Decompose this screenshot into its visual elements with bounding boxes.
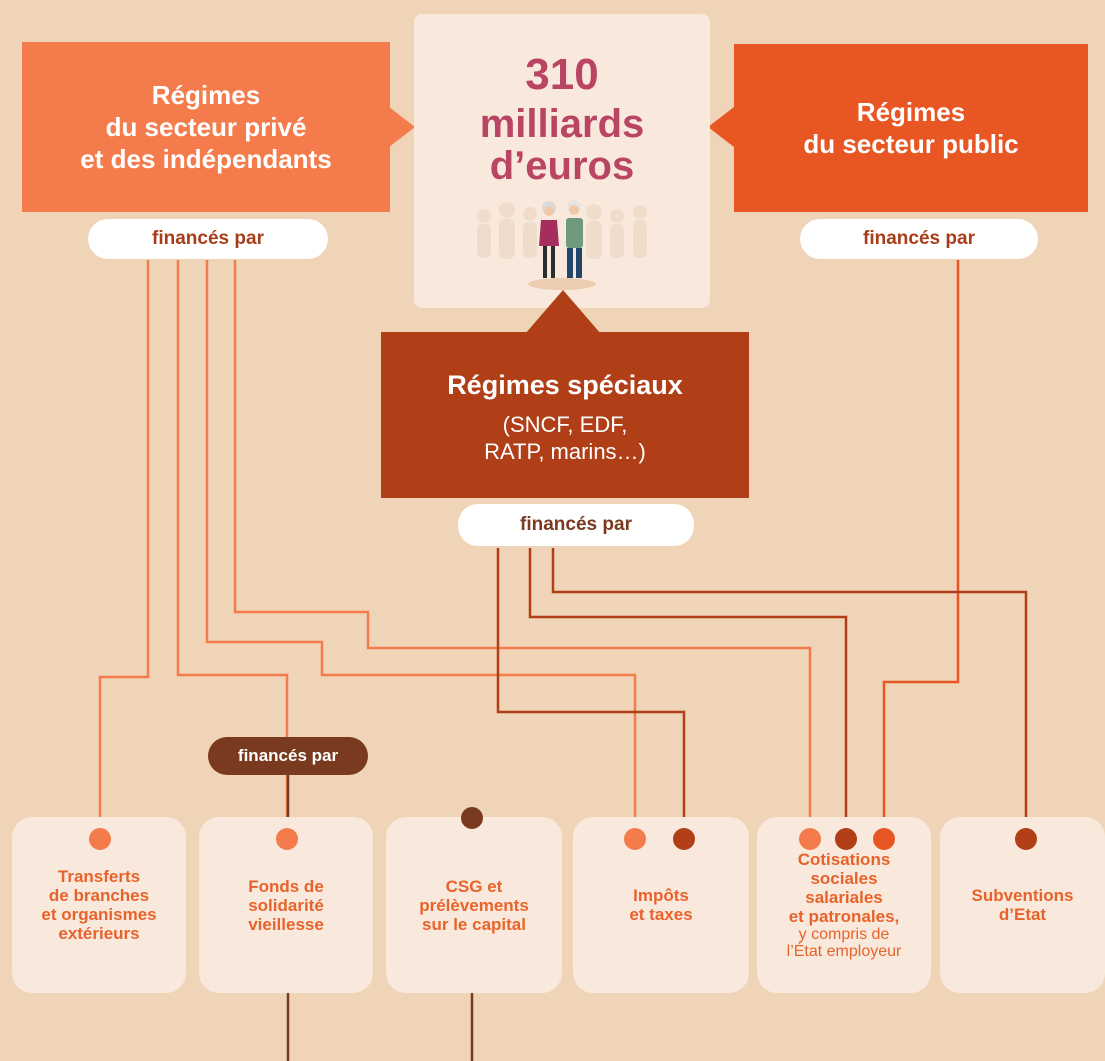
public-arrow [708, 107, 734, 147]
line-public-cotisations [882, 260, 960, 838]
special-regimes-detail-1: (SNCF, EDF, [502, 412, 628, 437]
source-transferts-line3: et organismes [41, 905, 157, 924]
private-financed-pill: financés par [88, 219, 328, 259]
line-private-cotisations [233, 260, 812, 838]
source-fsv-line2: solidarité [248, 895, 324, 915]
special-regimes-detail-2: RATP, marins…) [484, 439, 646, 464]
public-regimes-line2: du secteur public [803, 129, 1019, 159]
line-special-cotisations [528, 548, 848, 838]
private-regimes-box: Régimes du secteur privé et des indépend… [22, 42, 390, 212]
public-regimes-line1: Régimes [856, 97, 966, 127]
center-unit-line2: d’euros [489, 144, 635, 188]
source-transferts-line2: de branches [48, 886, 150, 905]
source-subventions-line2: d’Etat [998, 905, 1047, 924]
source-fsv-line3: vieillesse [248, 914, 324, 934]
special-financed-pill: financés par [458, 504, 694, 546]
center-arrow-down [525, 290, 601, 334]
center-unit-line1: milliards [479, 102, 645, 146]
source-impots-line2: et taxes [629, 905, 693, 924]
source-card-impots: Impôts et taxes [573, 817, 749, 993]
private-arrow [389, 107, 415, 147]
dot-impots-private [624, 828, 646, 850]
source-csg-line2: prélèvements [419, 895, 529, 915]
dot-cotisations-special [835, 828, 857, 850]
source-impots-line1: Impôts [633, 886, 689, 905]
source-cotisations-line3: salariales [805, 888, 883, 907]
dot-cotisations-private [799, 828, 821, 850]
source-card-csg: CSG et prélèvements sur le capital [386, 817, 562, 993]
dot-csg-bottom [461, 807, 483, 829]
line-special-subventions [551, 548, 1028, 838]
dot-subventions [1015, 828, 1037, 850]
dot-fsv [276, 828, 298, 850]
special-regimes-title: Régimes spéciaux [447, 370, 683, 400]
private-regimes-line3: et des indépendants [80, 144, 332, 174]
source-cotisations-line2: sociales [810, 869, 878, 888]
source-cotisations-line1: Cotisations [797, 850, 891, 869]
private-regimes-line1: Régimes [151, 80, 261, 110]
dot-impots-special [673, 828, 695, 850]
dot-cotisations-public [873, 828, 895, 850]
center-amount: 310 [525, 50, 599, 99]
source-transferts-line1: Transferts [57, 867, 141, 886]
source-cotisations-line4: et patronales, [788, 907, 900, 926]
source-cotisations-note1: y compris de [798, 926, 890, 943]
public-regimes-box: Régimes du secteur public [734, 44, 1088, 212]
public-financed-pill: financés par [800, 219, 1038, 259]
special-regimes-box: Régimes spéciaux (SNCF, EDF, RATP, marin… [381, 332, 749, 498]
source-subventions-line1: Subventions [971, 886, 1074, 905]
line-private-impots [205, 260, 637, 838]
source-csg-line3: sur le capital [422, 914, 526, 934]
source-csg-line1: CSG et [445, 876, 503, 896]
fsv-financed-pill: financés par [208, 737, 368, 775]
elderly-couple-icon [477, 200, 647, 290]
dot-transferts [89, 828, 111, 850]
source-transferts-line4: extérieurs [58, 924, 140, 943]
center-box: 310 milliards d’euros [414, 14, 710, 308]
source-cotisations-note2: l’État employeur [786, 943, 902, 960]
private-regimes-line2: du secteur privé [105, 112, 307, 142]
line-special-impots [496, 548, 686, 838]
source-fsv-line1: Fonds de [248, 876, 324, 896]
line-private-transferts [98, 260, 150, 838]
